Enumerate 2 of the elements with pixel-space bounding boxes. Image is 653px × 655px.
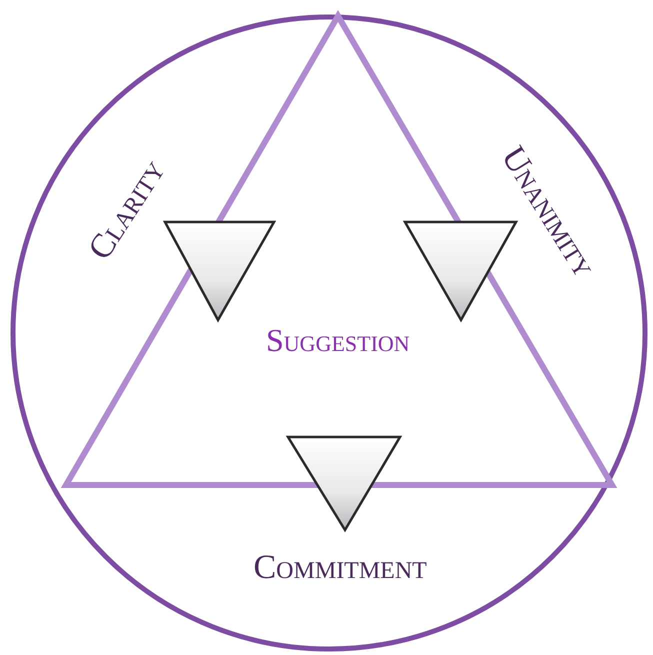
concept-label: Commitment — [254, 551, 427, 585]
concept-label: Suggestion — [266, 324, 410, 356]
